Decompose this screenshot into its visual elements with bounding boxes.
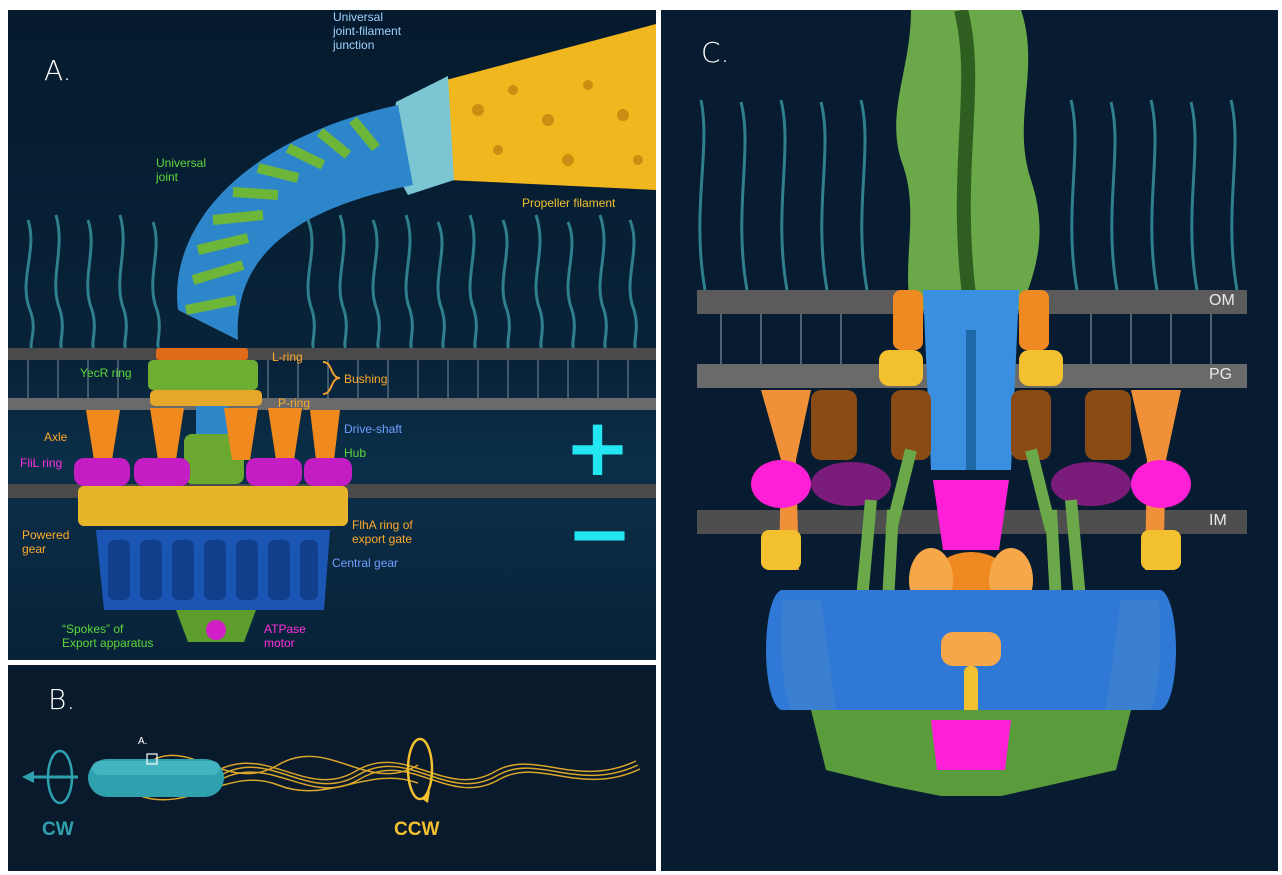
minus-sign: − — [566, 494, 633, 574]
inset-label: A. — [138, 735, 147, 749]
label-axle: Axle — [44, 430, 67, 444]
stalk-orange — [941, 632, 1001, 666]
gear-right — [1141, 530, 1181, 570]
cell-highlight — [92, 761, 220, 775]
export-gate-magenta — [933, 480, 1009, 550]
p-ring-shape — [150, 390, 262, 406]
label-powered-gear: Powered gear — [22, 528, 69, 556]
gear-left — [761, 530, 801, 570]
label-yecr-ring: YecR ring — [80, 366, 132, 380]
label-flha-ring: FlhA ring of export gate — [352, 518, 413, 546]
ccw-label: CCW — [394, 819, 439, 841]
panel-label-c: C. — [701, 36, 729, 69]
outer-membrane — [8, 348, 656, 360]
label-p-ring: P-ring — [278, 396, 310, 410]
atpase-shape — [206, 620, 226, 640]
label-flil-ring: FliL ring — [20, 456, 62, 470]
label-drive-shaft: Drive-shaft — [344, 422, 402, 436]
drive-shaft-shape — [196, 406, 228, 434]
l-ring-right — [1019, 290, 1049, 350]
rod-core — [966, 330, 976, 470]
label-pg: PG — [1209, 366, 1232, 384]
cw-label: CW — [42, 819, 74, 841]
label-bushing: Bushing — [344, 372, 387, 386]
label-junction: Universal joint-filament junction — [333, 10, 401, 52]
label-universal-joint: Universal joint — [156, 156, 206, 184]
atpase-c — [931, 720, 1011, 770]
label-atpase-motor: ATPase motor — [264, 622, 306, 650]
powered-gear-shape — [78, 486, 348, 526]
l-ring-shape — [156, 348, 248, 360]
label-propeller-filament: Propeller filament — [522, 196, 615, 210]
p-ring-left — [879, 350, 923, 386]
movement-arrow-head — [22, 771, 34, 783]
l-ring-left — [893, 290, 923, 350]
label-spokes: “Spokes” of Export apparatus — [62, 622, 153, 650]
panel-b: B. A. CW CCW — [8, 665, 656, 871]
panel-label-a: A. — [44, 54, 72, 87]
motor-cross-section-c — [661, 10, 1278, 871]
lps-strands — [26, 215, 636, 348]
label-om: OM — [1209, 292, 1235, 310]
label-central-gear: Central gear — [332, 556, 398, 570]
yecr-ring-shape — [148, 360, 258, 390]
filament-core — [961, 10, 971, 310]
bacterium-illustration-b — [8, 665, 656, 871]
label-l-ring: L-ring — [272, 350, 303, 364]
peptidoglycan-layer — [8, 398, 656, 410]
p-ring-right — [1019, 350, 1063, 386]
panel-c: C. OM PG IM — [661, 10, 1278, 871]
label-hub: Hub — [344, 446, 366, 460]
panel-a: A. Universal joint-filament junction Pro… — [8, 10, 656, 660]
panel-label-b: B. — [48, 683, 75, 716]
label-im: IM — [1209, 512, 1227, 530]
plus-sign: + — [564, 408, 631, 488]
bushing-bracket — [323, 362, 340, 394]
